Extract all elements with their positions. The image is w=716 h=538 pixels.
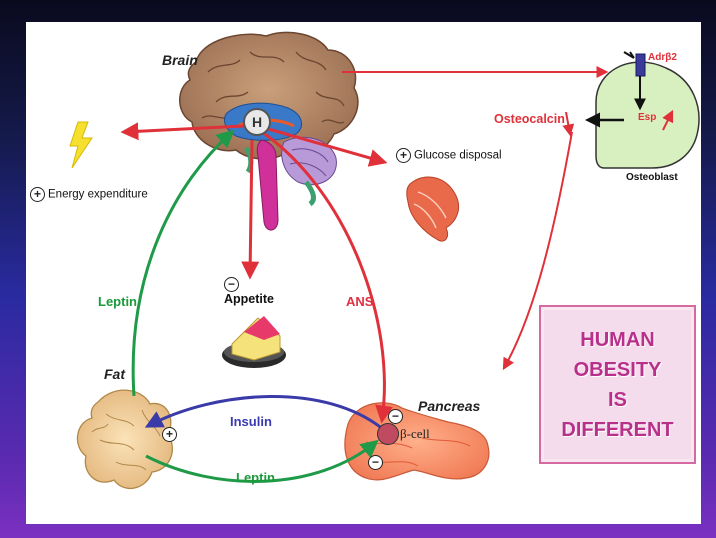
osteocalcin-down-arrow <box>566 112 570 134</box>
leptin-down-label: Leptin <box>236 470 275 485</box>
adrb2-label: Adrβ2 <box>648 52 677 63</box>
plus-icon: + <box>30 187 45 202</box>
callout-line-1: HUMAN <box>580 325 654 355</box>
cake-illustration <box>222 316 286 368</box>
hypothalamus-marker: H <box>243 108 271 136</box>
adrb2-signal-icon <box>624 52 634 58</box>
beta-cell-label: β-cell <box>400 426 430 442</box>
glucose-disposal-label: +Glucose disposal <box>396 148 502 163</box>
esp-label: Esp <box>638 112 656 123</box>
plus-icon: + <box>396 148 411 163</box>
leptin-up-label: Leptin <box>98 294 137 309</box>
minus-icon: − <box>368 455 383 470</box>
callout-line-4: DIFFERENT <box>561 415 673 445</box>
minus-icon: − <box>388 409 403 424</box>
pancreas-label: Pancreas <box>418 398 480 414</box>
slide: Brain Fat Pancreas Osteoblast H +Energy … <box>26 22 701 524</box>
insulin-label: Insulin <box>230 414 272 429</box>
osteoblast-label: Osteoblast <box>626 172 678 183</box>
energy-expenditure-label: +Energy expenditure <box>30 187 148 202</box>
osteocalcin-label: Osteocalcin <box>494 112 565 126</box>
fat-tissue-illustration <box>77 390 172 488</box>
human-obesity-callout: HUMAN OBESITY IS DIFFERENT <box>539 305 696 464</box>
brain-label: Brain <box>162 52 198 68</box>
glucose-disposal-text: Glucose disposal <box>414 150 502 162</box>
brain-illustration <box>180 32 358 230</box>
brain-to-appetite-arrow <box>250 140 252 276</box>
beta-cell-minus-bottom: − <box>368 454 386 472</box>
ans-label: ANS <box>346 294 373 309</box>
plus-icon: + <box>162 427 177 442</box>
energy-bolt-icon <box>70 122 92 168</box>
muscle-illustration <box>407 177 459 241</box>
callout-line-3: IS <box>608 385 627 415</box>
beta-cell-minus-top: − <box>388 408 406 426</box>
beta-cell-marker <box>377 423 399 445</box>
fat-label: Fat <box>104 366 125 382</box>
minus-icon: − <box>224 277 239 292</box>
leptin-to-brain-arrow <box>133 132 232 396</box>
osteoblast-illustration <box>596 54 699 168</box>
callout-line-2: OBESITY <box>574 355 662 385</box>
insulin-plus-sign: + <box>162 426 180 444</box>
energy-expenditure-text: Energy expenditure <box>48 189 148 201</box>
appetite-label: Appetite <box>224 292 274 306</box>
